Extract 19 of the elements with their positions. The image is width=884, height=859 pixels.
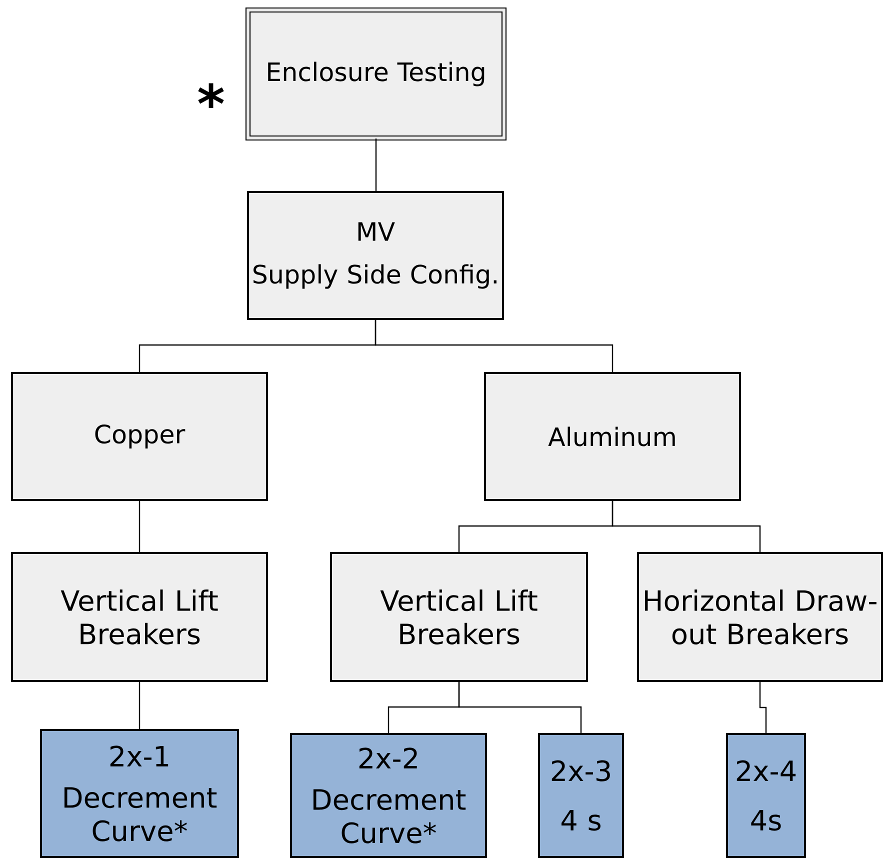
asterisk-note: * — [198, 83, 224, 108]
process-box: Aluminum — [484, 372, 741, 501]
connector-line — [374, 320, 614, 372]
process-box: Enclosure Testing — [245, 7, 507, 141]
connector-line — [138, 500, 140, 552]
process-box: Vertical Lift Breakers — [11, 552, 268, 682]
connector-line — [759, 682, 767, 734]
connector-line — [612, 500, 761, 552]
connector-line — [458, 682, 582, 734]
process-box: MV Supply Side Config. — [247, 191, 504, 320]
process-box: 2x-4 4s — [726, 733, 806, 858]
process-box: Vertical Lift Breakers — [330, 552, 588, 682]
process-box: 2x-1 Decrement Curve* — [40, 729, 240, 858]
process-box: Copper — [11, 372, 268, 501]
process-box: 2x-2 Decrement Curve* — [290, 733, 487, 858]
connector-line — [375, 138, 377, 192]
process-box: 2x-3 4 s — [538, 733, 624, 858]
process-box: Horizontal Draw-out Breakers — [637, 552, 883, 682]
connector-line — [138, 682, 140, 730]
